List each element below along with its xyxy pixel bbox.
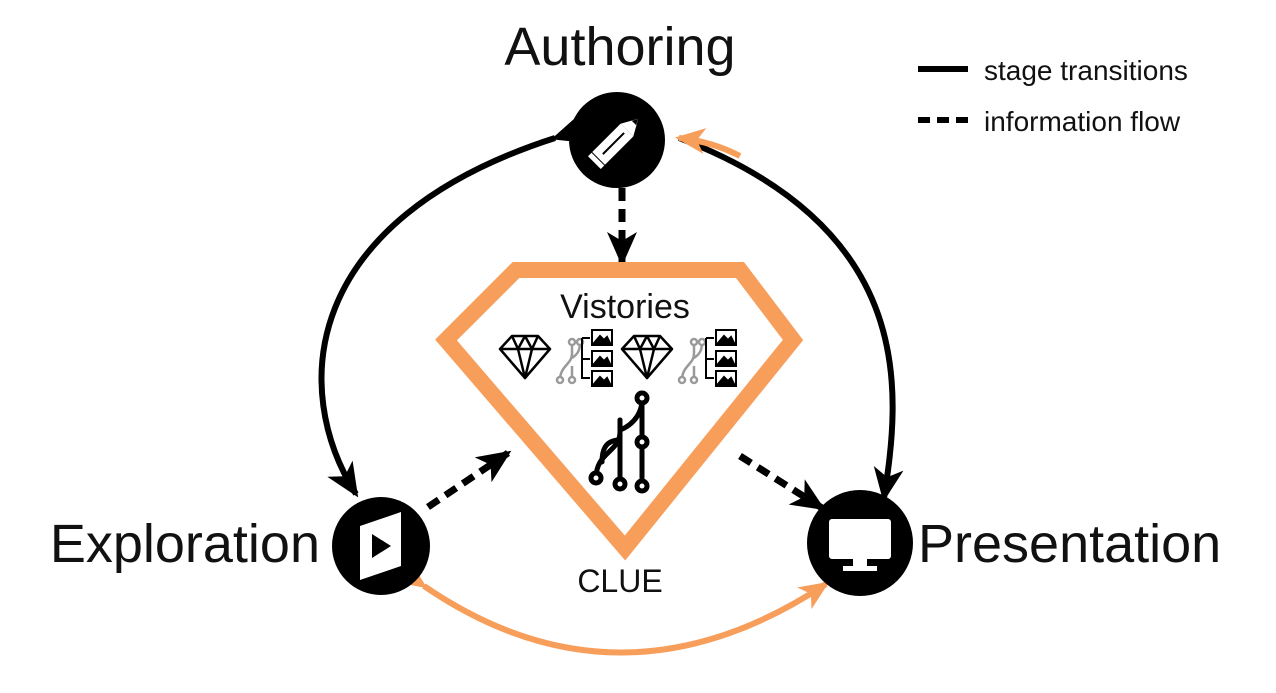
transition-exploration-presentation-orange (395, 560, 830, 656)
diamond-outline (435, 262, 804, 561)
exploration-node: Exploration (50, 497, 430, 595)
clue-diamond: Vistories (435, 262, 804, 599)
vistories-title: Vistories (560, 288, 690, 326)
play-icon (360, 512, 401, 580)
exploration-label: Exploration (50, 514, 320, 574)
provenance-graph-icon (588, 390, 650, 494)
branch-icon (555, 337, 585, 385)
transition-authoring-presentation (677, 135, 904, 502)
branch-icon (677, 337, 707, 385)
diamond-icon (620, 334, 674, 380)
authoring-label: Authoring (504, 17, 735, 77)
clue-caption: CLUE (577, 563, 662, 599)
info-flow-exploration-to-clue (426, 450, 512, 510)
legend-stage-transitions-label: stage transitions (984, 55, 1188, 86)
pencil-icon (588, 118, 639, 169)
info-flow-clue-to-presentation (738, 453, 826, 511)
image-stack-icon (705, 329, 737, 387)
authoring-node: Authoring (504, 17, 736, 188)
transition-authoring-exploration (318, 114, 589, 498)
presentation-label: Presentation (918, 514, 1221, 574)
transition-presentation-authoring-orange (675, 128, 742, 159)
monitor-icon (829, 519, 891, 571)
diamond-icon (498, 334, 552, 380)
legend-information-flow-label: information flow (984, 106, 1181, 137)
image-stack-icon (581, 329, 613, 387)
presentation-node: Presentation (807, 490, 1221, 596)
legend: stage transitions information flow (918, 55, 1188, 137)
